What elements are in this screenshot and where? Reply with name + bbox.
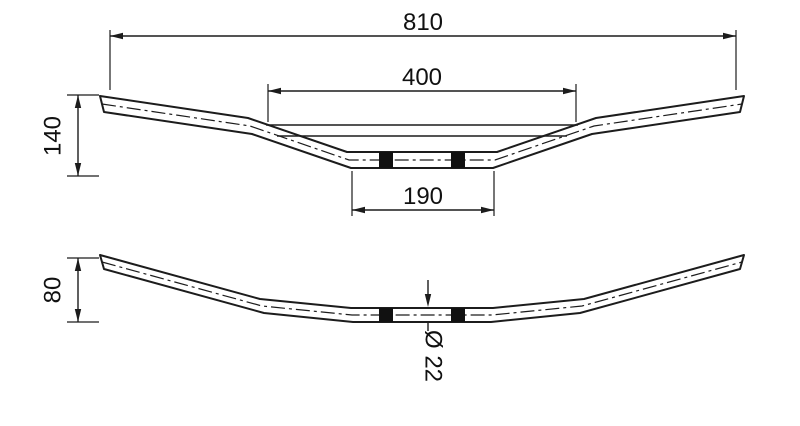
clamp-knurl-mark	[451, 308, 465, 322]
dimension-label-overall-width: 810	[403, 9, 443, 36]
dimension-label-end-rise: 80	[40, 277, 67, 304]
clamp-knurl-mark	[379, 152, 393, 168]
arrowhead-bottom	[74, 309, 82, 322]
arrowhead-top	[74, 95, 82, 108]
dimension-label-upper-width: 400	[402, 64, 442, 91]
dimension-clamp-width: 190	[351, 171, 495, 216]
arrowhead-bottom	[74, 163, 82, 176]
arrowhead-down	[424, 294, 432, 307]
arrowhead-right	[723, 32, 736, 40]
dimension-rise-height: 140	[40, 94, 99, 177]
dimension-label-rise-height: 140	[40, 116, 67, 156]
handlebar-front-outline	[99, 95, 745, 169]
dimension-label-tube-diameter: Ø 22	[420, 330, 447, 382]
dimension-upper-width: 400	[267, 64, 577, 122]
arrowhead-right	[481, 206, 494, 214]
plan-centerline	[101, 261, 743, 316]
arrowhead-right	[563, 87, 576, 95]
clamp-knurl-mark	[451, 152, 465, 168]
front-view: 810 400 140 190	[40, 9, 745, 216]
dimension-label-clamp-width: 190	[403, 183, 443, 210]
arrowhead-left	[110, 32, 123, 40]
dimension-overall-width: 810	[109, 9, 737, 90]
front-centerline	[101, 103, 743, 161]
plan-view: 80 Ø 22	[40, 254, 745, 382]
dimension-tube-diameter: Ø 22	[420, 280, 447, 382]
arrowhead-top	[74, 258, 82, 271]
clamp-knurl-mark	[379, 308, 393, 322]
arrowhead-left	[268, 87, 281, 95]
dimension-end-rise: 80	[40, 257, 99, 323]
arrowhead-left	[352, 206, 365, 214]
